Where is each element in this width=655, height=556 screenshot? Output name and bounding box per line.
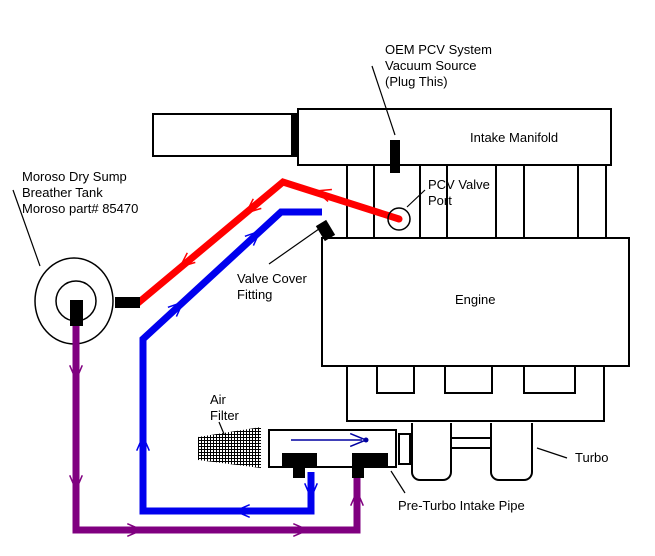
valve-cover-fitting bbox=[315, 219, 336, 242]
label-line: OEM PCV System bbox=[385, 42, 492, 57]
label-line: Filter bbox=[210, 408, 239, 423]
flow-arrow bbox=[69, 365, 83, 382]
label-line: Fitting bbox=[237, 287, 273, 302]
flow-arrow bbox=[167, 300, 185, 317]
turbo-turbine-housing bbox=[490, 423, 533, 481]
intake-runner bbox=[523, 166, 525, 237]
label-line: Valve Cover bbox=[237, 271, 307, 286]
intake-runner bbox=[419, 166, 421, 237]
pcv-valve-port-circle bbox=[387, 207, 411, 231]
breather-hose bbox=[72, 322, 361, 534]
pointer-pre-turbo-pipe bbox=[390, 470, 406, 494]
breather-tank-outer-circle bbox=[34, 257, 114, 345]
flow-arrow bbox=[314, 188, 332, 202]
label-breather-tank: Moroso Dry Sump Breather Tank Moroso par… bbox=[22, 169, 138, 217]
flow-arrow bbox=[233, 504, 250, 518]
turbo-center-housing bbox=[452, 437, 490, 449]
flow-arrow bbox=[69, 475, 83, 492]
flow-arrow bbox=[127, 523, 144, 537]
intake-runner bbox=[446, 166, 448, 237]
label-pre-turbo-intake-pipe: Pre-Turbo Intake Pipe bbox=[398, 498, 525, 513]
intake-inlet-box bbox=[152, 113, 293, 157]
pre-turbo-pipe-box bbox=[268, 429, 397, 468]
intake-runner bbox=[577, 166, 579, 237]
label-line: Moroso Dry Sump bbox=[22, 169, 127, 184]
intake-manifold-box bbox=[297, 108, 612, 166]
pan-rib bbox=[376, 367, 415, 394]
label-valve-cover-fitting: Valve Cover Fitting bbox=[237, 271, 307, 303]
intake-runner bbox=[346, 166, 348, 237]
air-filter-cone bbox=[198, 427, 261, 468]
label-line: Air bbox=[210, 392, 226, 407]
flow-arrow bbox=[293, 523, 310, 537]
label-line: (Plug This) bbox=[385, 74, 448, 89]
label-air-filter: Air Filter bbox=[210, 392, 239, 424]
label-pcv-valve-port: PCV Valve Port bbox=[428, 177, 490, 209]
breather-tank-inner-circle bbox=[55, 280, 97, 322]
pan-rib bbox=[523, 367, 576, 394]
pointer-turbo bbox=[536, 447, 568, 459]
label-turbo: Turbo bbox=[575, 450, 609, 465]
flow-arrow bbox=[178, 252, 196, 269]
manifold-inlet-connector bbox=[291, 113, 298, 157]
label-oem-pcv: OEM PCV System Vacuum Source (Plug This) bbox=[385, 42, 492, 90]
label-line: Vacuum Source bbox=[385, 58, 477, 73]
intake-runner bbox=[373, 166, 375, 237]
label-engine: Engine bbox=[455, 292, 496, 307]
flow-arrow bbox=[244, 198, 262, 215]
flow-arrow bbox=[244, 229, 262, 246]
flow-arrow bbox=[350, 489, 364, 506]
pan-rib bbox=[444, 367, 493, 394]
label-intake-manifold: Intake Manifold bbox=[470, 130, 559, 145]
intake-coupler bbox=[398, 433, 411, 465]
pointer-pcv-valve-port bbox=[406, 189, 426, 208]
tank-outlet-fitting bbox=[70, 300, 83, 326]
label-line: Moroso part# 85470 bbox=[22, 201, 139, 216]
intake-runner bbox=[605, 166, 607, 237]
label-line: Port bbox=[428, 193, 452, 208]
pcv-flow-arrows bbox=[178, 188, 332, 269]
pointer-valve-cover-fitting bbox=[268, 223, 327, 265]
tank-side-fitting bbox=[115, 297, 140, 308]
label-line: PCV Valve bbox=[428, 177, 490, 192]
label-line: Breather Tank bbox=[22, 185, 103, 200]
turbo-compressor-housing bbox=[411, 423, 452, 481]
intake-runner bbox=[495, 166, 497, 237]
flow-arrow bbox=[136, 434, 150, 451]
flow-arrow bbox=[304, 483, 318, 500]
